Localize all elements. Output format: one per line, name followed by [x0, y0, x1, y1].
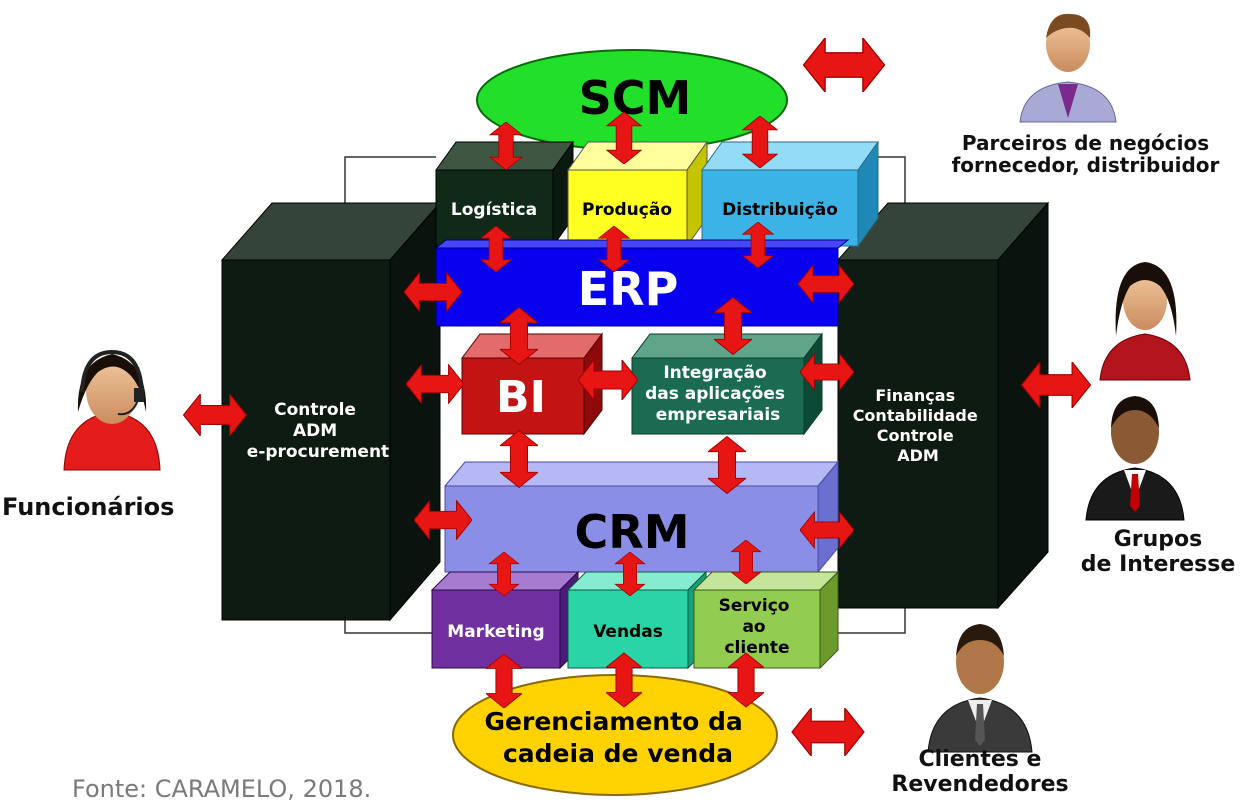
clientes-label: Clientes e Revendedores — [891, 747, 1069, 797]
parceiros-label: Parceiros de negócios fornecedor, distri… — [951, 131, 1220, 178]
grupos-label: Grupos de Interesse — [1080, 527, 1236, 577]
bi-cube — [461, 332, 603, 436]
right-tower-label: Finanças Contabilidade Controle ADM — [853, 386, 984, 465]
source-citation: Fonte: CARAMELO, 2018. — [72, 775, 372, 803]
distribuicao-label: Distribuição — [722, 200, 838, 220]
integracao-label: Integração das aplicações empresariais — [645, 363, 791, 425]
distribuicao-cube — [701, 140, 879, 248]
servico-label: Serviço ao cliente — [719, 596, 796, 658]
producao-label: Produção — [582, 200, 672, 220]
arrow-gerenciamento-clientes — [791, 708, 865, 756]
arrow-scm-parceiros — [804, 38, 885, 92]
vendas-label: Vendas — [593, 622, 663, 642]
man-person-icon — [1085, 396, 1185, 521]
business-partner-person-icon — [1019, 13, 1117, 123]
employee-headset-person-icon — [63, 349, 161, 471]
gerenciamento-ellipse — [452, 674, 778, 796]
gerenciamento-label: Gerenciamento da cadeia de venda — [485, 707, 752, 768]
scm-label: SCM — [579, 71, 692, 125]
servico-cube — [692, 570, 840, 670]
crm-label: CRM — [575, 505, 690, 559]
bi-label: BI — [496, 372, 546, 423]
erp-label: ERP — [578, 262, 679, 316]
logistica-label: Logística — [451, 200, 537, 220]
woman-person-icon — [1099, 262, 1191, 381]
funcionarios-label: Funcionários — [2, 493, 175, 521]
marketing-label: Marketing — [447, 622, 544, 642]
client-person-icon — [927, 624, 1033, 753]
producao-cube — [567, 140, 708, 248]
left-tower-label: Controle ADM e-procurement — [247, 400, 389, 462]
right-tower — [836, 201, 1050, 610]
